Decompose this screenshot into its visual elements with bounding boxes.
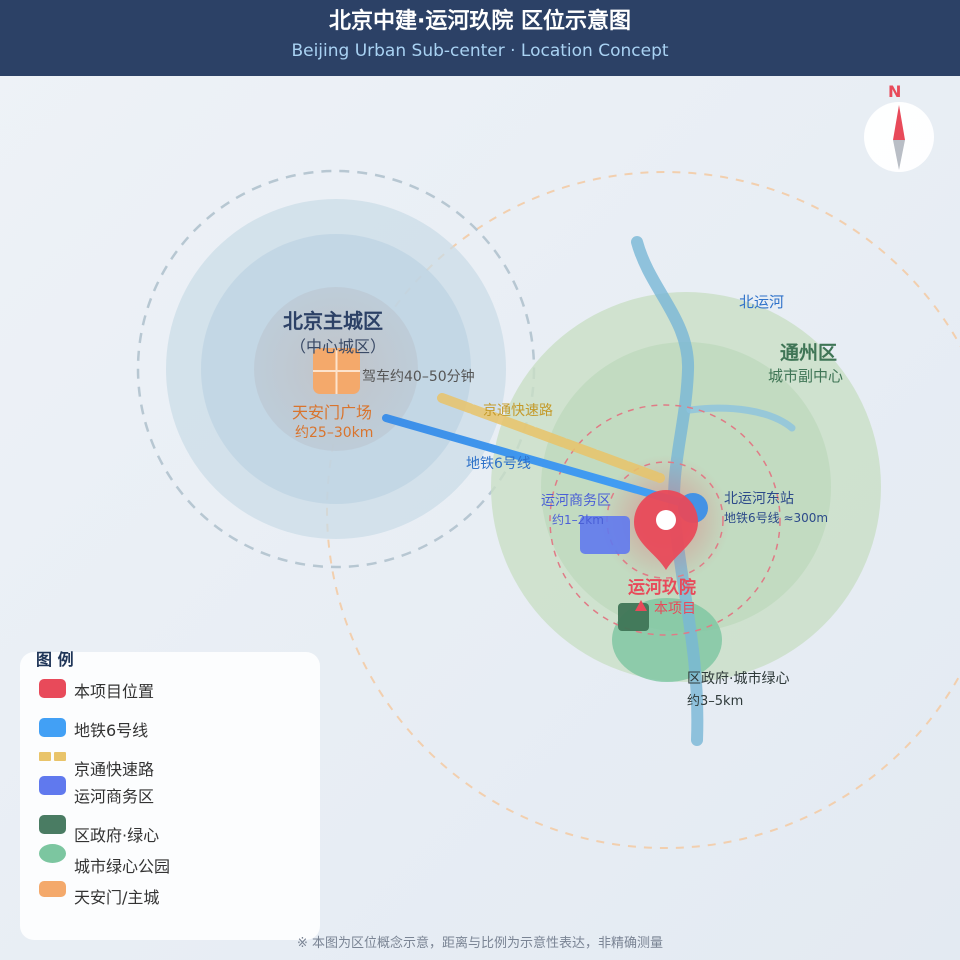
tiananmen-label: 天安门广场 xyxy=(292,403,373,422)
tiananmen-distance: 约25–30km xyxy=(295,425,374,441)
legend-swatch-park xyxy=(39,844,66,863)
main-city-sublabel: （中心城区） xyxy=(290,337,387,356)
legend-swatch-metro xyxy=(39,718,66,737)
government-label: 区政府·城市绿心 xyxy=(687,671,790,687)
page-title: 北京中建·运河玖院 区位示意图 xyxy=(328,9,632,34)
project-radius-outer xyxy=(549,404,781,636)
compass-north-label: N xyxy=(888,82,902,101)
legend-item-metro: 地铁6号线 xyxy=(74,721,149,740)
drive-time-label: 驾车约40–50分钟 xyxy=(362,369,475,385)
legend-swatch-tiananmen xyxy=(39,881,66,897)
compass xyxy=(864,102,934,172)
project-label: 运河玖院 xyxy=(628,578,696,598)
legend-swatch-project xyxy=(39,679,66,698)
main-city-label: 北京主城区 xyxy=(283,309,383,333)
compass-south-needle-icon xyxy=(893,140,905,170)
legend-title: 图 例 xyxy=(36,650,74,669)
tongzhou-sublabel: 城市副中心 xyxy=(768,367,844,385)
legend-item-government: 区政府·绿心 xyxy=(74,826,160,845)
business-distance: 约1–2km xyxy=(552,513,604,527)
canal-business-district xyxy=(580,516,630,554)
legend-swatch-expressway-a xyxy=(39,752,51,761)
disclaimer-note: ※ 本图为区位概念示意，距离与比例为示意性表达，非精确测量 xyxy=(296,936,664,951)
legend-item-tiananmen: 天安门/主城 xyxy=(74,888,160,907)
legend-swatch-business xyxy=(39,776,66,795)
government-distance: 约3–5km xyxy=(687,694,744,709)
legend-panel xyxy=(20,652,320,940)
jingtong-expressway xyxy=(437,393,665,483)
tiananmen-square-icon xyxy=(313,348,360,394)
project-tag: 本项目 xyxy=(654,601,696,617)
project-location-pin-icon[interactable] xyxy=(634,490,698,570)
project-marker-triangle-icon xyxy=(635,600,647,611)
metro-label: 地铁6号线 xyxy=(466,456,531,472)
header: 北京中建·运河玖院 区位示意图 Beijing Urban Sub-center… xyxy=(0,0,960,76)
tongzhou-label: 通州区 xyxy=(780,342,838,364)
metro-line-6 xyxy=(382,414,694,509)
legend-item-business: 运河商务区 xyxy=(74,787,155,806)
station-label: 北运河东站 xyxy=(724,491,794,507)
river-branch xyxy=(686,404,796,432)
legend-item-park: 城市绿心公园 xyxy=(74,857,171,876)
page-subtitle: Beijing Urban Sub-center · Location Conc… xyxy=(291,41,669,61)
compass-north-needle-icon xyxy=(893,105,905,140)
legend-swatch-expressway-b xyxy=(54,752,66,761)
legend-item-expressway: 京通快速路 xyxy=(74,760,155,779)
business-label: 运河商务区 xyxy=(541,493,611,509)
legend-swatch-government xyxy=(39,815,66,834)
legend-item-project: 本项目位置 xyxy=(74,682,155,701)
river-label: 北运河 xyxy=(739,293,785,311)
station-detail: 地铁6号线 ≈300m xyxy=(724,511,829,525)
expressway-label: 京通快速路 xyxy=(483,403,553,419)
